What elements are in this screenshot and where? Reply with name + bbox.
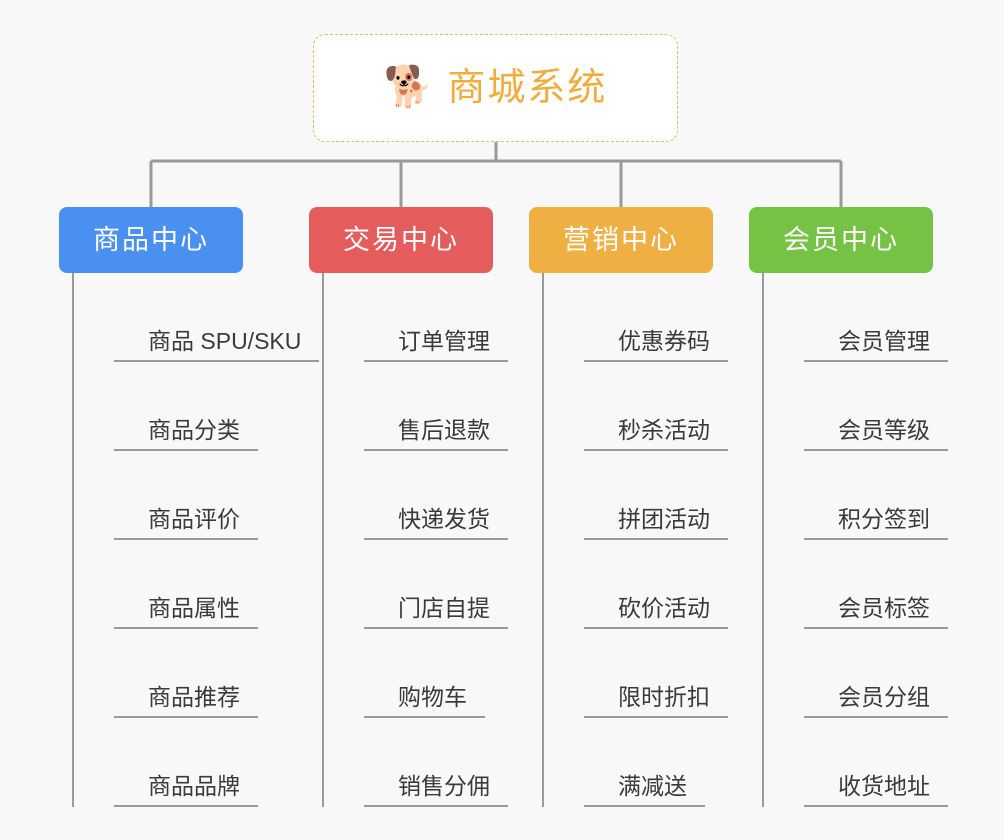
leaf-underline (804, 716, 948, 718)
category-label: 商品中心 (93, 224, 209, 255)
leaf-label: 购物车 (398, 684, 467, 711)
category-label: 营销中心 (563, 224, 679, 255)
leaf-label: 门店自提 (398, 595, 490, 622)
list-item[interactable]: 会员标签 (804, 540, 969, 629)
leaf-underline (114, 360, 319, 362)
list-item[interactable]: 满减送 (584, 718, 749, 807)
category-label: 交易中心 (343, 224, 459, 255)
leaf-label: 积分签到 (838, 506, 930, 533)
leaf-label: 商品评价 (148, 506, 240, 533)
leaf-label: 优惠券码 (618, 328, 710, 355)
list-item[interactable]: 秒杀活动 (584, 362, 749, 451)
leaf-underline (584, 538, 728, 540)
category-columns: 商品中心 商品 SPU/SKU 商品分类 商品评价 商品属性 (0, 207, 1004, 840)
leaf-underline (804, 538, 948, 540)
leaf-list-marketing-center: 优惠券码 秒杀活动 拼团活动 砍价活动 限时折扣 (542, 273, 749, 807)
list-item[interactable]: 订单管理 (364, 273, 529, 362)
leaf-underline (804, 449, 948, 451)
list-item[interactable]: 门店自提 (364, 540, 529, 629)
list-item[interactable]: 积分签到 (804, 451, 969, 540)
leaf-underline (804, 360, 948, 362)
leaf-underline (584, 716, 728, 718)
leaf-underline (584, 449, 728, 451)
leaf-label: 商品品牌 (148, 773, 240, 800)
leaf-underline (584, 805, 705, 807)
category-column-trade-center: 交易中心 订单管理 售后退款 快递发货 门店自提 (309, 207, 529, 823)
leaf-label: 售后退款 (398, 417, 490, 444)
leaf-underline (114, 805, 258, 807)
list-item[interactable]: 商品分类 (114, 362, 279, 451)
leaf-underline (584, 360, 728, 362)
list-item[interactable]: 优惠券码 (584, 273, 749, 362)
leaf-underline (584, 627, 728, 629)
category-header-product-center[interactable]: 商品中心 (59, 207, 243, 273)
list-item[interactable]: 会员分组 (804, 629, 969, 718)
list-item[interactable]: 会员等级 (804, 362, 969, 451)
leaf-label: 会员分组 (838, 684, 930, 711)
leaf-underline (114, 449, 258, 451)
leaf-label: 会员标签 (838, 595, 930, 622)
shiba-inu-dog-face-icon: 🐕 (383, 65, 434, 109)
list-item[interactable]: 拼团活动 (584, 451, 749, 540)
leaf-underline (364, 716, 485, 718)
category-header-marketing-center[interactable]: 营销中心 (529, 207, 713, 273)
root-node[interactable]: 🐕 商城系统 (313, 34, 678, 142)
leaf-underline (364, 627, 508, 629)
category-column-member-center: 会员中心 会员管理 会员等级 积分签到 会员标签 (749, 207, 969, 823)
leaf-label: 限时折扣 (618, 684, 710, 711)
leaf-underline (364, 360, 508, 362)
list-item[interactable]: 砍价活动 (584, 540, 749, 629)
category-label: 会员中心 (783, 224, 899, 255)
list-item[interactable]: 商品 SPU/SKU (114, 273, 319, 362)
leaf-list-product-center: 商品 SPU/SKU 商品分类 商品评价 商品属性 商品推荐 (72, 273, 319, 807)
list-item[interactable]: 限时折扣 (584, 629, 749, 718)
leaf-label: 商品 SPU/SKU (148, 328, 302, 355)
leaf-label: 销售分佣 (398, 773, 490, 800)
leaf-label: 商品分类 (148, 417, 240, 444)
leaf-label: 订单管理 (398, 328, 490, 355)
leaf-list-trade-center: 订单管理 售后退款 快递发货 门店自提 购物车 (322, 273, 529, 807)
list-item[interactable]: 收货地址 (804, 718, 969, 807)
leaf-label: 满减送 (618, 773, 687, 800)
leaf-underline (364, 449, 508, 451)
leaf-label: 砍价活动 (618, 595, 710, 622)
leaf-underline (114, 538, 258, 540)
category-column-marketing-center: 营销中心 优惠券码 秒杀活动 拼团活动 砍价活动 (529, 207, 749, 823)
list-item[interactable]: 销售分佣 (364, 718, 529, 807)
leaf-label: 会员等级 (838, 417, 930, 444)
list-item[interactable]: 购物车 (364, 629, 529, 718)
leaf-label: 秒杀活动 (618, 417, 710, 444)
leaf-label: 会员管理 (838, 328, 930, 355)
category-header-member-center[interactable]: 会员中心 (749, 207, 933, 273)
leaf-underline (114, 716, 258, 718)
root-title: 商城系统 (447, 67, 608, 109)
category-header-trade-center[interactable]: 交易中心 (309, 207, 493, 273)
leaf-label: 商品属性 (148, 595, 240, 622)
leaf-underline (804, 627, 948, 629)
leaf-label: 快递发货 (398, 506, 490, 533)
list-item[interactable]: 商品品牌 (114, 718, 279, 807)
list-item[interactable]: 售后退款 (364, 362, 529, 451)
category-column-product-center: 商品中心 商品 SPU/SKU 商品分类 商品评价 商品属性 (59, 207, 319, 823)
leaf-label: 拼团活动 (618, 506, 710, 533)
leaf-underline (804, 805, 948, 807)
leaf-underline (364, 805, 508, 807)
list-item[interactable]: 商品属性 (114, 540, 279, 629)
leaf-underline (114, 627, 258, 629)
list-item[interactable]: 商品推荐 (114, 629, 279, 718)
list-item[interactable]: 商品评价 (114, 451, 279, 540)
leaf-underline (364, 538, 508, 540)
leaf-list-member-center: 会员管理 会员等级 积分签到 会员标签 会员分组 (762, 273, 969, 807)
leaf-label: 收货地址 (838, 773, 930, 800)
leaf-label: 商品推荐 (148, 684, 240, 711)
list-item[interactable]: 会员管理 (804, 273, 969, 362)
list-item[interactable]: 快递发货 (364, 451, 529, 540)
